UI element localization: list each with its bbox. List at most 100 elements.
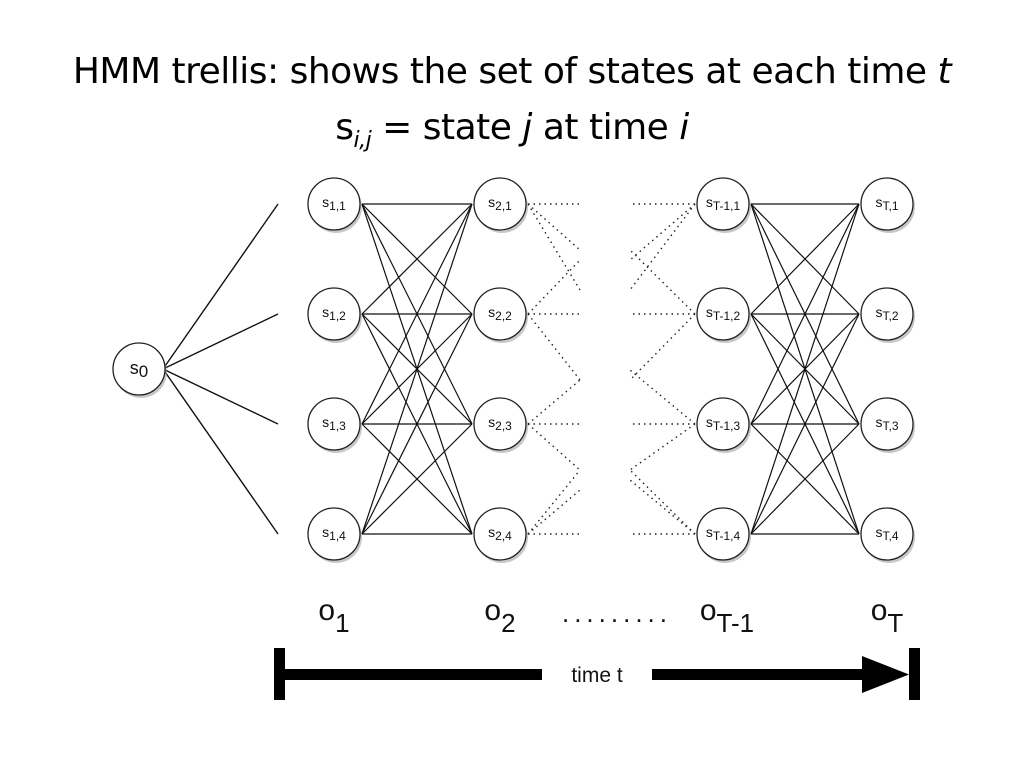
time-axis-bar-left [284, 669, 542, 680]
slide-title: HMM trellis: shows the set of states at … [0, 44, 1024, 156]
state-node-T-3: sT,3 [860, 397, 915, 453]
state-node-T-4: sT,4 [860, 507, 915, 563]
transition-edge [361, 203, 473, 535]
title-variable-i: i [679, 107, 689, 148]
state-nodes: s0s1,1s1,2s1,3s1,4s2,1s2,2s2,3s2,4sT-1,1… [112, 177, 915, 563]
elided-edge [629, 313, 696, 381]
state-node-label: sT,4 [875, 524, 898, 543]
state-node-label: sT,1 [875, 194, 898, 213]
title-at-time-text: at time [531, 107, 680, 148]
state-node-label: sT,3 [875, 414, 898, 433]
transition-edge [750, 313, 860, 535]
state-node-circle [473, 177, 527, 231]
state-node-circle [473, 287, 527, 341]
transition-edge [750, 423, 860, 535]
elided-edge [629, 423, 696, 471]
title-equals-text: = state [371, 107, 523, 148]
state-node-2-1: s2,1 [473, 177, 528, 233]
transition-edges [162, 203, 860, 535]
state-node-label: s0 [130, 358, 148, 381]
title-state-subscript: i,j [353, 128, 372, 153]
state-node-circle [307, 507, 361, 561]
state-node-label: sT-1,2 [706, 304, 741, 323]
elided-transition-edges [527, 203, 696, 535]
state-node-2-2: s2,2 [473, 287, 528, 343]
state-node-1-4: s1,4 [307, 507, 362, 563]
transition-edge [750, 203, 860, 425]
start-transition-edge [162, 368, 279, 535]
state-node-label: s1,3 [322, 414, 346, 433]
transition-edge [361, 203, 473, 425]
title-line-2: si,j = state j at time i [0, 100, 1024, 156]
transition-edge [361, 313, 473, 535]
state-node-circle [860, 177, 914, 231]
state-node-circle [112, 342, 166, 396]
state-node-circle [473, 397, 527, 451]
elided-edge [527, 379, 581, 425]
time-axis: time t [274, 648, 920, 700]
elided-edge [527, 203, 581, 291]
state-node-circle [473, 507, 527, 561]
observation-labels: o1 o2 oT-1 oT......... [318, 594, 903, 638]
observation-ellipsis: ......... [562, 598, 672, 628]
title-state-symbol: s [335, 107, 354, 148]
state-node-label: s2,1 [488, 194, 512, 213]
elided-edge [527, 423, 581, 471]
state-node-circle [696, 287, 750, 341]
transition-edge [361, 203, 473, 315]
observation-label: o2 [484, 594, 515, 638]
state-node-T-1: sT,1 [860, 177, 915, 233]
state-node-label: s1,2 [322, 304, 346, 323]
observation-label: oT [871, 594, 904, 638]
state-node-circle [860, 287, 914, 341]
state-node-circle [860, 507, 914, 561]
time-axis-label: time t [571, 664, 623, 687]
time-axis-arrowhead [862, 656, 909, 693]
state-node-label: s1,1 [322, 194, 346, 213]
state-node-circle [307, 397, 361, 451]
elided-edge [629, 249, 696, 315]
state-node-T-2: sT,2 [860, 287, 915, 343]
time-axis-start-cap [274, 648, 285, 700]
state-node-label: s2,3 [488, 414, 512, 433]
state-node-1-3: s1,3 [307, 397, 362, 453]
state-node-T-1-1: sT-1,1 [696, 177, 751, 233]
start-state-node: s0 [112, 342, 167, 398]
elided-edge [629, 369, 696, 425]
state-node-label: s1,4 [322, 524, 346, 543]
elided-edge [527, 469, 581, 535]
elided-edge [527, 489, 581, 535]
state-node-circle [696, 507, 750, 561]
start-transition-edge [162, 313, 279, 370]
title-variable-t: t [937, 51, 952, 92]
state-node-circle [696, 397, 750, 451]
elided-edge [629, 479, 696, 535]
state-node-circle [696, 177, 750, 231]
title-text: HMM trellis: shows the set of states at … [72, 51, 938, 92]
observation-label: oT-1 [700, 594, 754, 638]
state-node-label: sT-1,3 [706, 414, 741, 433]
state-node-T-1-2: sT-1,2 [696, 287, 751, 343]
elided-edge [527, 259, 581, 315]
title-line-1: HMM trellis: shows the set of states at … [0, 44, 1024, 100]
elided-edge [527, 203, 581, 251]
state-node-circle [307, 177, 361, 231]
state-node-T-1-4: sT-1,4 [696, 507, 751, 563]
state-node-label: sT-1,4 [706, 524, 741, 543]
state-node-label: sT-1,1 [706, 194, 741, 213]
transition-edge [361, 423, 473, 535]
transition-edge [750, 203, 860, 315]
state-node-circle [860, 397, 914, 451]
elided-edge [527, 313, 581, 381]
observation-label: o1 [318, 594, 349, 638]
title-variable-j: j [522, 107, 532, 148]
start-transition-edge [162, 368, 279, 425]
state-node-label: sT,2 [875, 304, 898, 323]
state-node-2-3: s2,3 [473, 397, 528, 453]
state-node-label: s2,2 [488, 304, 512, 323]
elided-edge [629, 203, 696, 261]
time-axis-end-cap [909, 648, 920, 700]
state-node-T-1-3: sT-1,3 [696, 397, 751, 453]
state-node-1-1: s1,1 [307, 177, 362, 233]
